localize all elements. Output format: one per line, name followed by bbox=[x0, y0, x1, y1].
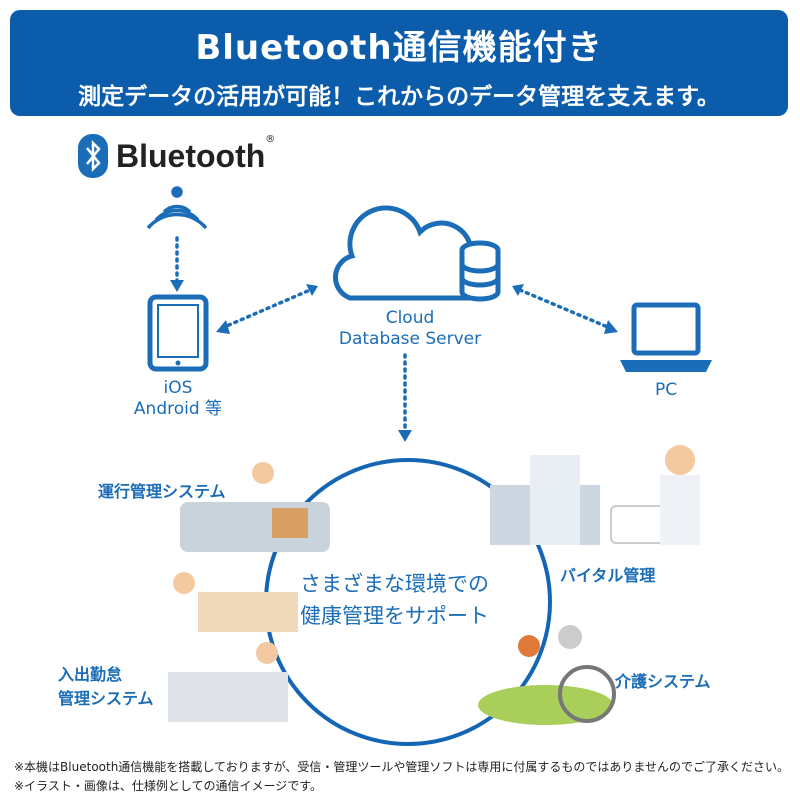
delivery-illustration bbox=[180, 502, 330, 552]
cloud-label-2: Database Server bbox=[338, 329, 482, 349]
footnote-2: ※イラスト・画像は、仕様例としての通信イメージです。 bbox=[14, 779, 323, 793]
center-text-1: さまざまな環境での bbox=[300, 572, 489, 596]
center-text-2: 健康管理をサポート bbox=[300, 604, 489, 628]
care-illustration bbox=[478, 615, 616, 725]
database-icon bbox=[459, 240, 501, 302]
cloud-label-1: Cloud bbox=[385, 308, 435, 328]
footnote-1: ※本機はBluetooth通信機能を搭載しておりますが、受信・管理ツールや管理ソ… bbox=[14, 760, 789, 774]
center-text: さまざまな環境での健康管理をサポート bbox=[300, 568, 489, 632]
pc-label: PC bbox=[654, 380, 678, 400]
header-subtitle: 測定データの活用が可能！これからのデータ管理を支えます。 bbox=[78, 84, 720, 110]
registered-mark: ® bbox=[265, 134, 276, 145]
connection-lines bbox=[175, 236, 612, 432]
delivery-worker-head bbox=[252, 462, 274, 484]
wireless-signal-icon bbox=[146, 186, 208, 230]
delivery-system-label: 運行管理システム bbox=[98, 482, 226, 501]
hospital-illustration bbox=[490, 445, 700, 555]
attendance-illustration bbox=[148, 572, 298, 722]
bluetooth-icon bbox=[78, 134, 108, 178]
attendance-system-label: 入出勤怠管理システム bbox=[58, 663, 154, 711]
attendance-label-2: 管理システム bbox=[58, 689, 154, 708]
bluetooth-logo: Bluetooth® bbox=[78, 134, 275, 178]
header-title: Bluetooth通信機能付き bbox=[195, 28, 603, 68]
bluetooth-wordmark: Bluetooth bbox=[116, 137, 266, 174]
arrowheads bbox=[170, 280, 618, 442]
device-label-android: Android 等 bbox=[133, 399, 223, 419]
vital-management-label: バイタル管理 bbox=[560, 566, 656, 585]
tablet-icon bbox=[147, 294, 209, 372]
device-label-ios: iOS bbox=[163, 378, 193, 398]
cloud-icon bbox=[332, 205, 474, 301]
care-system-label: 介護システム bbox=[615, 672, 711, 691]
header-banner: Bluetooth通信機能付き 測定データの活用が可能！これからのデータ管理を支… bbox=[10, 10, 788, 116]
attendance-label-1: 入出勤怠 bbox=[58, 665, 123, 684]
laptop-icon bbox=[620, 302, 712, 372]
